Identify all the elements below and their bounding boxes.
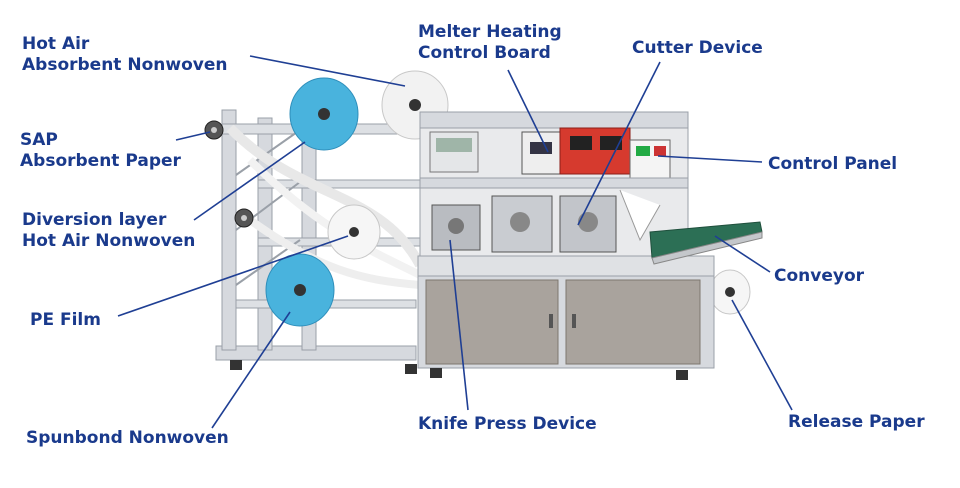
label-melter: Melter Heating Control Board — [418, 22, 562, 64]
leader-hot-air — [249, 55, 406, 87]
leader-melter — [507, 69, 549, 153]
leader-pe-film — [117, 235, 349, 317]
label-line: SAP — [20, 130, 58, 150]
label-line: Control Panel — [768, 154, 898, 174]
leader-conveyor — [714, 235, 771, 273]
label-line: Release Paper — [788, 412, 925, 432]
label-line: Cutter Device — [632, 38, 763, 58]
label-hot-air-absorbent: Hot Air Absorbent Nonwoven — [22, 34, 227, 76]
leader-spunbond — [211, 311, 291, 429]
main-machine — [417, 111, 715, 380]
label-line: Absorbent Paper — [20, 151, 181, 171]
leader-control-panel — [657, 155, 763, 163]
label-line: Diversion layer — [22, 210, 167, 230]
label-knife-press: Knife Press Device — [418, 414, 597, 435]
label-release-paper: Release Paper — [788, 412, 925, 433]
label-diversion-layer: Diversion layer Hot Air Nonwoven — [22, 210, 195, 252]
label-spunbond: Spunbond Nonwoven — [26, 428, 229, 449]
label-conveyor: Conveyor — [774, 266, 864, 287]
leader-knife-press — [449, 239, 469, 411]
label-line: Hot Air Nonwoven — [22, 231, 196, 251]
label-line: Conveyor — [774, 266, 865, 286]
leader-lines — [117, 55, 793, 429]
shaft-chucks — [204, 120, 254, 228]
leader-sap — [175, 131, 211, 141]
label-line: Control Board — [418, 43, 551, 63]
label-cutter: Cutter Device — [632, 38, 763, 59]
leader-diversion — [193, 141, 306, 221]
label-control-panel: Control Panel — [768, 154, 897, 175]
label-line: Hot Air — [22, 34, 90, 54]
label-line: Knife Press Device — [418, 414, 597, 434]
label-line: PE Film — [30, 310, 101, 330]
label-line: Spunbond Nonwoven — [26, 428, 229, 448]
leader-release-paper — [731, 299, 793, 411]
label-line: Absorbent Nonwoven — [22, 55, 228, 75]
conveyor-belt — [649, 221, 763, 265]
label-sap-paper: SAP Absorbent Paper — [20, 130, 181, 172]
leader-cutter — [577, 61, 661, 226]
label-line: Melter Heating — [418, 22, 562, 42]
label-pe-film: PE Film — [30, 310, 101, 331]
